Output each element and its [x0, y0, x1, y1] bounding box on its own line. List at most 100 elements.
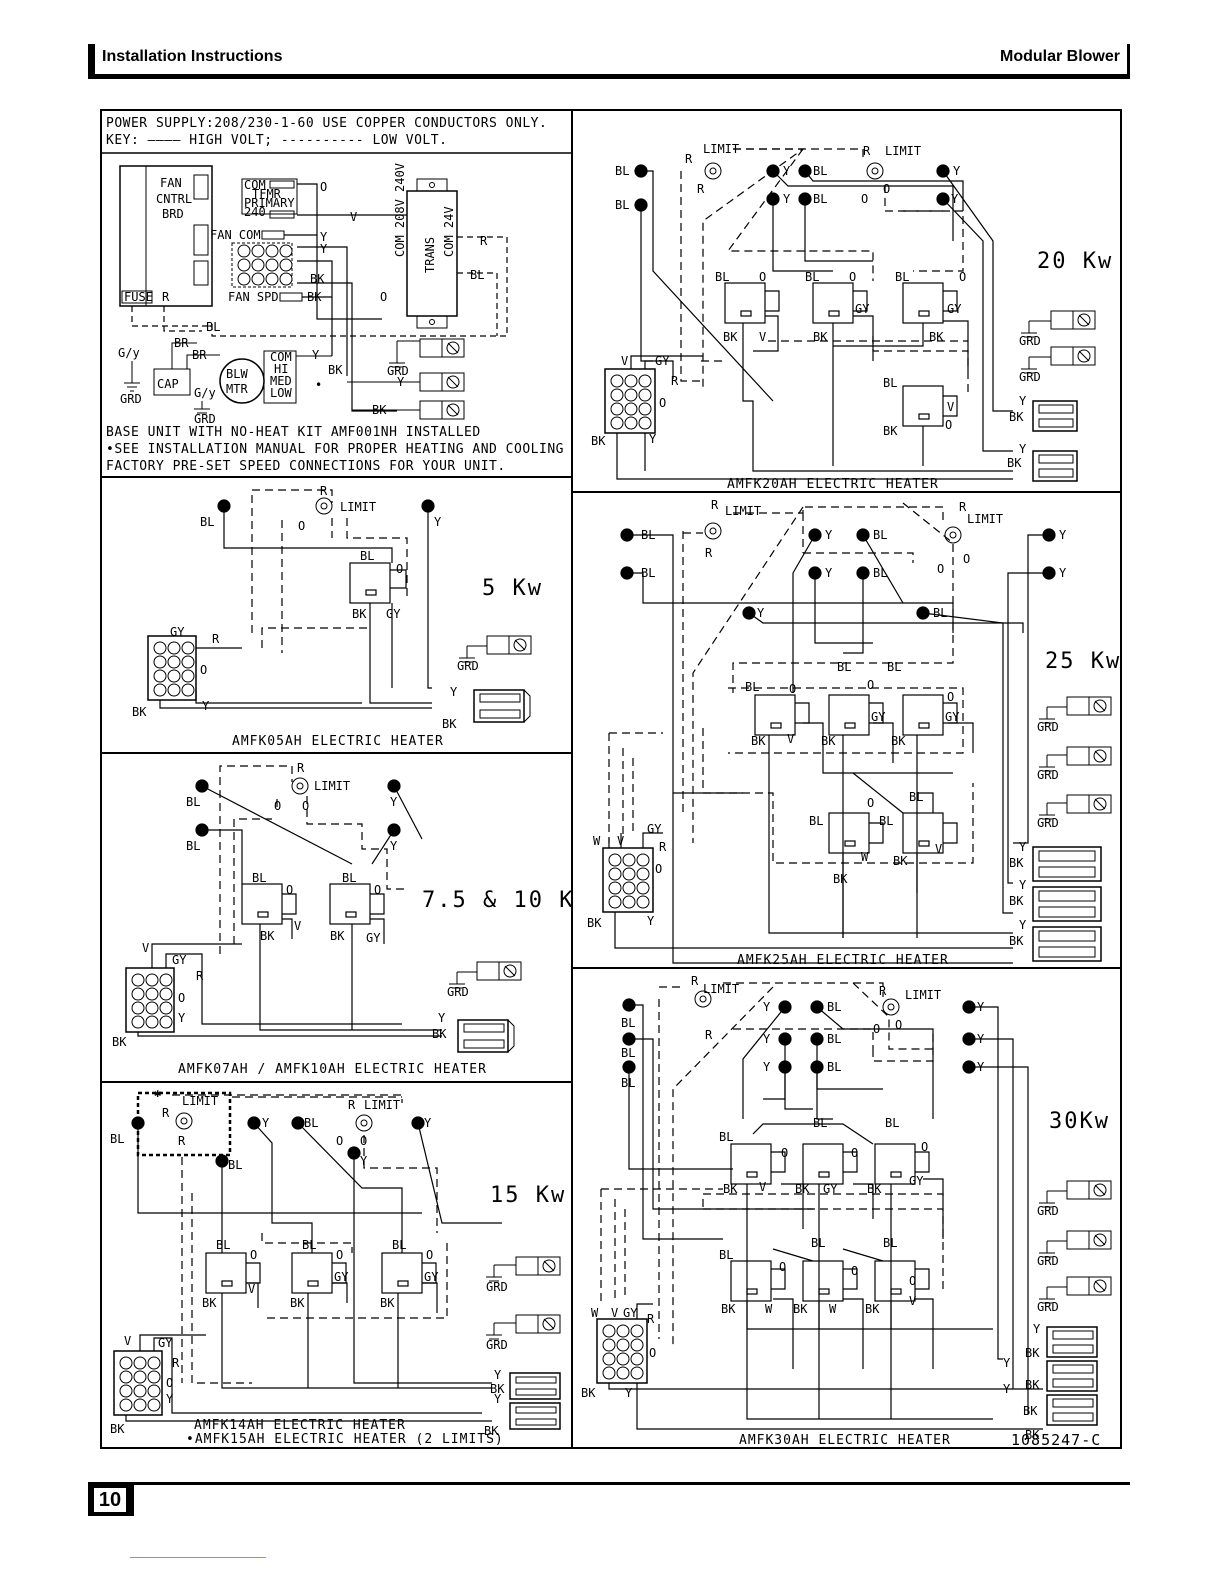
svg-text:BK: BK [891, 734, 906, 748]
footer-rule [88, 1482, 1130, 1485]
svg-text:TFMR: TFMR [252, 187, 282, 201]
svg-text:MTR: MTR [226, 382, 248, 396]
svg-text:O: O [336, 1134, 343, 1148]
svg-text:BL: BL [719, 1130, 733, 1144]
svg-text:BK: BK [260, 929, 275, 943]
svg-text:R: R [863, 144, 871, 158]
svg-text:BK: BK [372, 403, 387, 417]
svg-text:LOW: LOW [270, 386, 292, 400]
wiring-20kw: LIMIT R R LIMIT R O O [591, 142, 1096, 482]
svg-text:BK: BK [865, 1302, 880, 1316]
svg-text:O: O [781, 1146, 788, 1160]
kw-rating-25: 25 Kw [1045, 649, 1122, 674]
svg-text:BK: BK [290, 1296, 305, 1310]
svg-text:FAN: FAN [160, 176, 182, 190]
svg-text:O: O [959, 270, 966, 284]
svg-text:LIMIT: LIMIT [314, 779, 350, 793]
svg-text:BLW: BLW [226, 367, 248, 381]
svg-text:O: O [274, 799, 281, 813]
caption-30kw: AMFK30AH ELECTRIC HEATER [739, 1433, 951, 1448]
svg-text:GRD: GRD [1037, 1204, 1059, 1218]
svg-text:BK: BK [591, 434, 606, 448]
svg-text:GRD: GRD [447, 985, 469, 999]
svg-text:COM: COM [244, 178, 266, 192]
svg-text:BL: BL [621, 1076, 635, 1090]
svg-text:BL: BL [837, 660, 851, 674]
svg-text:Y: Y [1019, 918, 1027, 932]
svg-text:O: O [759, 270, 766, 284]
wiring-25kw: LIMIT R R LIMIT R O O [587, 498, 1112, 964]
svg-text:R: R [196, 969, 204, 983]
svg-text:V: V [759, 1180, 766, 1194]
svg-text:LIMIT: LIMIT [885, 144, 921, 158]
svg-text:R: R [659, 840, 667, 854]
svg-text:BK: BK [442, 717, 457, 731]
svg-text:V: V [759, 330, 766, 344]
svg-text:BL: BL [811, 1236, 825, 1250]
svg-text:BL: BL [719, 1248, 733, 1262]
svg-text:Y: Y [1059, 566, 1067, 580]
svg-text:GY: GY [170, 625, 185, 639]
base-unit-note: BASE UNIT WITH NO-HEAT KIT AMF001NH INST… [106, 425, 481, 440]
svg-text:GRD: GRD [387, 364, 409, 378]
key-text: KEY: ———— HIGH VOLT; ---------- LOW VOLT… [106, 133, 448, 148]
star-marker: ✱ [154, 1086, 161, 1100]
svg-text:GRD: GRD [1037, 1254, 1059, 1268]
svg-text:R: R [671, 374, 679, 388]
svg-text:LIMIT: LIMIT [967, 512, 1003, 526]
svg-text:BL: BL [186, 839, 200, 853]
heater-panel-10kw: LIMIT R O O BL BL Y Y BL BL O O BK BK V … [100, 752, 573, 1083]
svg-text:O: O [298, 519, 305, 533]
svg-text:O: O [302, 799, 309, 813]
svg-text:R: R [178, 1134, 186, 1148]
svg-text:V: V [611, 1306, 618, 1320]
svg-text:LIMIT: LIMIT [703, 982, 739, 996]
limit-label: LIMIT [340, 500, 376, 514]
svg-text:BL: BL [745, 680, 759, 694]
svg-text:Y: Y [825, 528, 833, 542]
svg-text:Y: Y [1019, 840, 1027, 854]
kw-rating-5: 5 Kw [482, 576, 543, 601]
header-left-bar [88, 44, 95, 78]
svg-text:GY: GY [823, 1182, 838, 1196]
svg-text:R: R [480, 234, 488, 248]
svg-text:Y: Y [1033, 1322, 1041, 1336]
header-right-bar [1127, 44, 1130, 74]
svg-text:R: R [647, 1312, 655, 1326]
svg-text:GRD: GRD [1037, 768, 1059, 782]
svg-text:Y: Y [1059, 528, 1067, 542]
svg-text:O: O [851, 1264, 858, 1278]
svg-text:W: W [593, 834, 601, 848]
svg-text:R: R [297, 761, 305, 775]
svg-text:Y: Y [977, 1000, 985, 1014]
svg-text:GY: GY [909, 1174, 924, 1188]
svg-text:BK: BK [751, 734, 766, 748]
svg-text:O: O [849, 270, 856, 284]
svg-text:V: V [294, 919, 301, 933]
svg-text:GY: GY [386, 607, 401, 621]
svg-text:FUSE: FUSE [124, 290, 153, 304]
svg-text:GY: GY [871, 710, 886, 724]
svg-text:GRD: GRD [1037, 816, 1059, 830]
svg-text:GRD: GRD [194, 412, 216, 426]
svg-text:V: V [350, 210, 357, 224]
heater-panel-15kw: ✱ LIMIT R R LIMIT R O O [100, 1081, 573, 1449]
svg-text:Y: Y [438, 1011, 446, 1025]
caption-25kw: AMFK25AH ELECTRIC HEATER [737, 953, 949, 968]
svg-text:Y: Y [450, 685, 458, 699]
svg-text:BL: BL [360, 549, 374, 563]
svg-text:BK: BK [795, 1182, 810, 1196]
svg-text:O: O [867, 678, 874, 692]
svg-text:Y: Y [1003, 1382, 1011, 1396]
svg-text:TRANS: TRANS [423, 237, 437, 273]
svg-text:O: O [963, 552, 970, 566]
svg-text:BK: BK [581, 1386, 596, 1400]
caption-20kw: AMFK20AH ELECTRIC HEATER [727, 477, 939, 492]
svg-text:Y: Y [649, 432, 657, 446]
svg-text:O: O [921, 1140, 928, 1154]
svg-text:Y: Y [977, 1060, 985, 1074]
svg-text:O: O [200, 663, 207, 677]
svg-text:O: O [779, 1260, 786, 1274]
caption-15kw-2: •AMFK15AH ELECTRIC HEATER (2 LIMITS) [186, 1432, 504, 1447]
svg-text:BK: BK [110, 1422, 125, 1436]
